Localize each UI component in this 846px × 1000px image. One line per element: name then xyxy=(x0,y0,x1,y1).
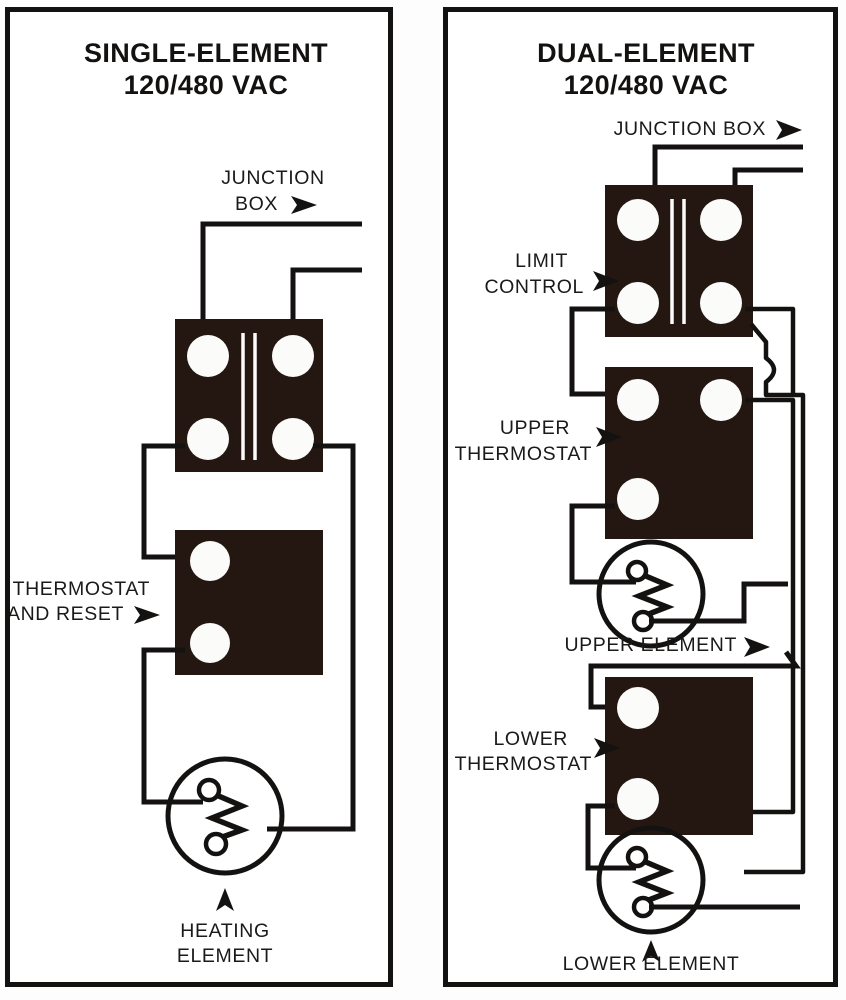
single-element-diagram: SINGLE-ELEMENT 120/480 VAC JUNCTION BOX xyxy=(10,38,362,967)
limit-control-label-line2: CONTROL xyxy=(484,276,584,298)
thermostat-label-line1: THERMOSTAT xyxy=(13,578,150,600)
wire-upper-thermostat-right-rail xyxy=(732,397,796,815)
wire-jb-feed-2 xyxy=(290,267,362,319)
lower-thermostat-terminal-top xyxy=(617,687,659,729)
heating-element-coil-icon xyxy=(204,791,250,843)
upper-thermostat-label-line1: UPPER xyxy=(500,417,570,439)
junction-box-arrow-icon xyxy=(291,196,317,214)
lower-thermostat-arrow-icon xyxy=(594,738,620,758)
junction-box-terminal-top-left xyxy=(187,335,229,377)
lower-thermostat-label-line1: LOWER xyxy=(493,728,568,750)
lower-element-circle xyxy=(596,825,706,935)
upper-element-terminal-top xyxy=(625,559,649,583)
upper-thermostat-arrow-icon xyxy=(596,427,622,447)
upper-element-circle xyxy=(596,539,706,649)
dual-element-diagram: DUAL-ELEMENT 120/480 VAC JUNCTION BOX LI… xyxy=(455,38,806,975)
single-element-title-line1: SINGLE-ELEMENT xyxy=(84,38,328,68)
limit-control-arrow-icon xyxy=(593,271,619,291)
heating-element-circle xyxy=(165,756,285,876)
junction-box-label-line1: JUNCTION xyxy=(221,167,324,189)
dual-junction-box-arrow-icon xyxy=(776,120,802,140)
lower-element-terminal-top xyxy=(625,845,649,869)
thermostat-label-line2: AND RESET xyxy=(10,603,124,625)
lower-element-coil-icon xyxy=(631,857,675,906)
junction-box-terminal-top-right xyxy=(272,335,314,377)
upper-element-label: UPPER ELEMENT xyxy=(564,634,737,656)
wire-upper-thermostat-to-upper-element xyxy=(569,503,636,585)
limit-control-terminal-top-right xyxy=(700,199,742,241)
wire-thermostat-to-element-left xyxy=(141,647,203,805)
junction-box-terminal-bottom-left xyxy=(187,418,229,460)
upper-element-arrow-icon xyxy=(744,637,770,657)
junction-box-label-line2: BOX xyxy=(235,193,278,215)
upper-element-coil-icon xyxy=(631,571,675,620)
wire-upper-element-return xyxy=(649,581,788,624)
lower-element-arrow-icon xyxy=(642,940,660,962)
heating-element-terminal-bottom xyxy=(203,831,229,857)
lower-thermostat-label-line2: THERMOSTAT xyxy=(455,753,592,775)
single-element-title-line2: 120/480 VAC xyxy=(124,70,289,100)
thermostat-terminal-bottom xyxy=(190,623,230,663)
wire-limit-right-rail xyxy=(745,306,796,395)
heating-element-terminal-top xyxy=(196,777,222,803)
wire-lower-thermostat-to-lower-element xyxy=(585,803,636,871)
wire-to-lower-thermostat-top xyxy=(588,650,801,710)
limit-control-label-line1: LIMIT xyxy=(515,250,568,272)
heating-element-arrow-icon xyxy=(216,888,234,911)
upper-thermostat-terminal-bottom-left xyxy=(617,478,659,520)
heating-element-label-line2: ELEMENT xyxy=(177,945,273,967)
thermostat-arrow-icon xyxy=(134,606,160,624)
thermostat-terminal-top xyxy=(190,541,230,581)
wire-limit-to-upper-thermostat-left xyxy=(569,306,615,397)
upper-thermostat-terminal-top-left xyxy=(617,379,659,421)
upper-thermostat-label-line2: THERMOSTAT xyxy=(455,443,592,465)
limit-control-terminal-top-left xyxy=(617,199,659,241)
heating-element-label-line1: HEATING xyxy=(180,920,269,942)
lower-thermostat-terminal-bottom xyxy=(617,778,659,820)
wire-jb-feed-1 xyxy=(200,221,362,319)
lower-element-label: LOWER ELEMENT xyxy=(563,953,740,975)
panel-dual-element: DUAL-ELEMENT 120/480 VAC JUNCTION BOX LI… xyxy=(443,7,838,987)
dual-element-title-line2: 120/480 VAC xyxy=(564,70,729,100)
wire-jb-to-thermostat-top xyxy=(141,443,185,560)
dual-element-title-line1: DUAL-ELEMENT xyxy=(537,38,755,68)
upper-thermostat-terminal-top-right xyxy=(700,379,742,421)
limit-control-terminal-bottom-right xyxy=(700,282,742,324)
wire-limit-hop-to-lower-element xyxy=(744,322,806,875)
limit-control-terminal-bottom-left xyxy=(617,282,659,324)
wire-dual-feed-2 xyxy=(732,167,803,185)
wire-dual-feed-1 xyxy=(652,144,803,185)
junction-box-terminal-bottom-right xyxy=(272,418,314,460)
wire-jb-to-element-right xyxy=(267,443,356,832)
dual-junction-box-label: JUNCTION BOX xyxy=(614,118,766,140)
panel-single-element: SINGLE-ELEMENT 120/480 VAC JUNCTION BOX xyxy=(5,7,393,987)
